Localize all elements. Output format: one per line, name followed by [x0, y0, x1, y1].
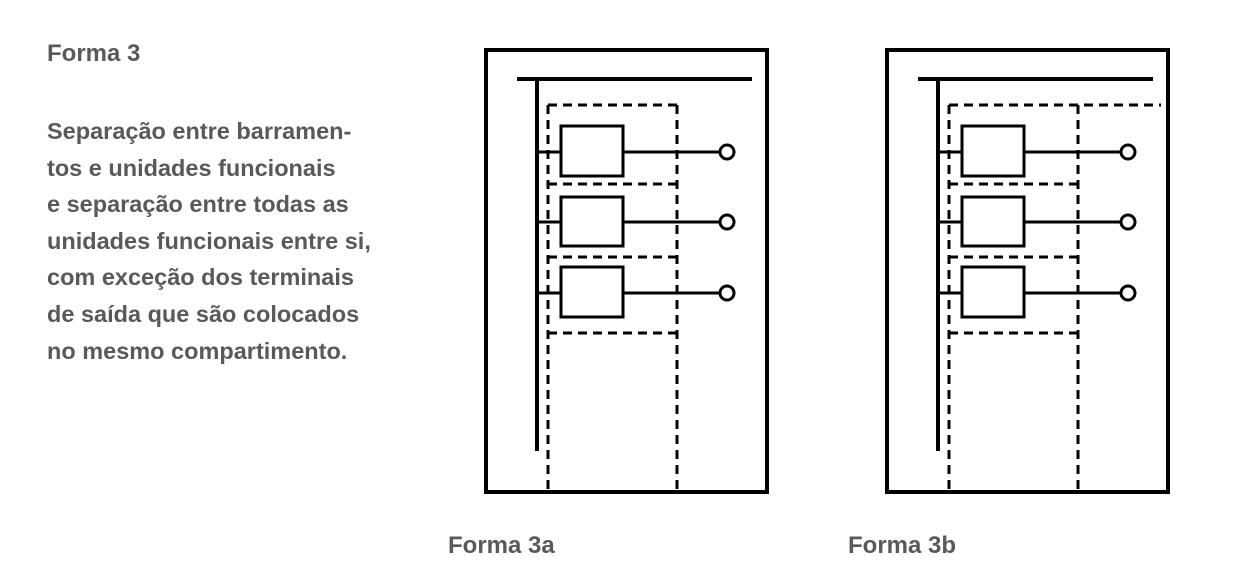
output-terminal	[718, 213, 736, 231]
description-line: com exceção dos terminais	[47, 264, 354, 291]
functional-unit	[960, 265, 1026, 319]
diagram-forma-3a	[484, 48, 769, 494]
enclosure	[885, 48, 1170, 494]
output-terminal	[1119, 143, 1137, 161]
section-title: Forma 3	[47, 40, 141, 67]
description-line: no mesmo compartimento.	[47, 337, 348, 364]
functional-unit	[559, 195, 625, 248]
functional-unit	[960, 195, 1026, 248]
functional-unit	[559, 124, 625, 178]
diagram-label-3a: Forma 3a	[448, 532, 555, 559]
description-line: de saída que são colocados	[47, 300, 360, 327]
output-terminal	[1119, 284, 1137, 302]
enclosure	[484, 48, 769, 494]
diagram-label-3b: Forma 3b	[848, 532, 957, 559]
functional-unit	[960, 124, 1026, 178]
diagram-forma-3b	[885, 48, 1170, 494]
description-line: e separação entre todas as	[47, 191, 349, 218]
description-line: unidades funcionais entre si,	[47, 227, 371, 254]
functional-unit	[559, 265, 625, 319]
output-terminal	[718, 143, 736, 161]
description-line: tos e unidades funcionais	[47, 154, 336, 181]
output-terminal	[1119, 213, 1137, 231]
output-terminal	[718, 284, 736, 302]
description-line: Separação entre barramen-	[47, 118, 352, 144]
description: Separação entre barramen- tos e unidades…	[47, 113, 371, 369]
